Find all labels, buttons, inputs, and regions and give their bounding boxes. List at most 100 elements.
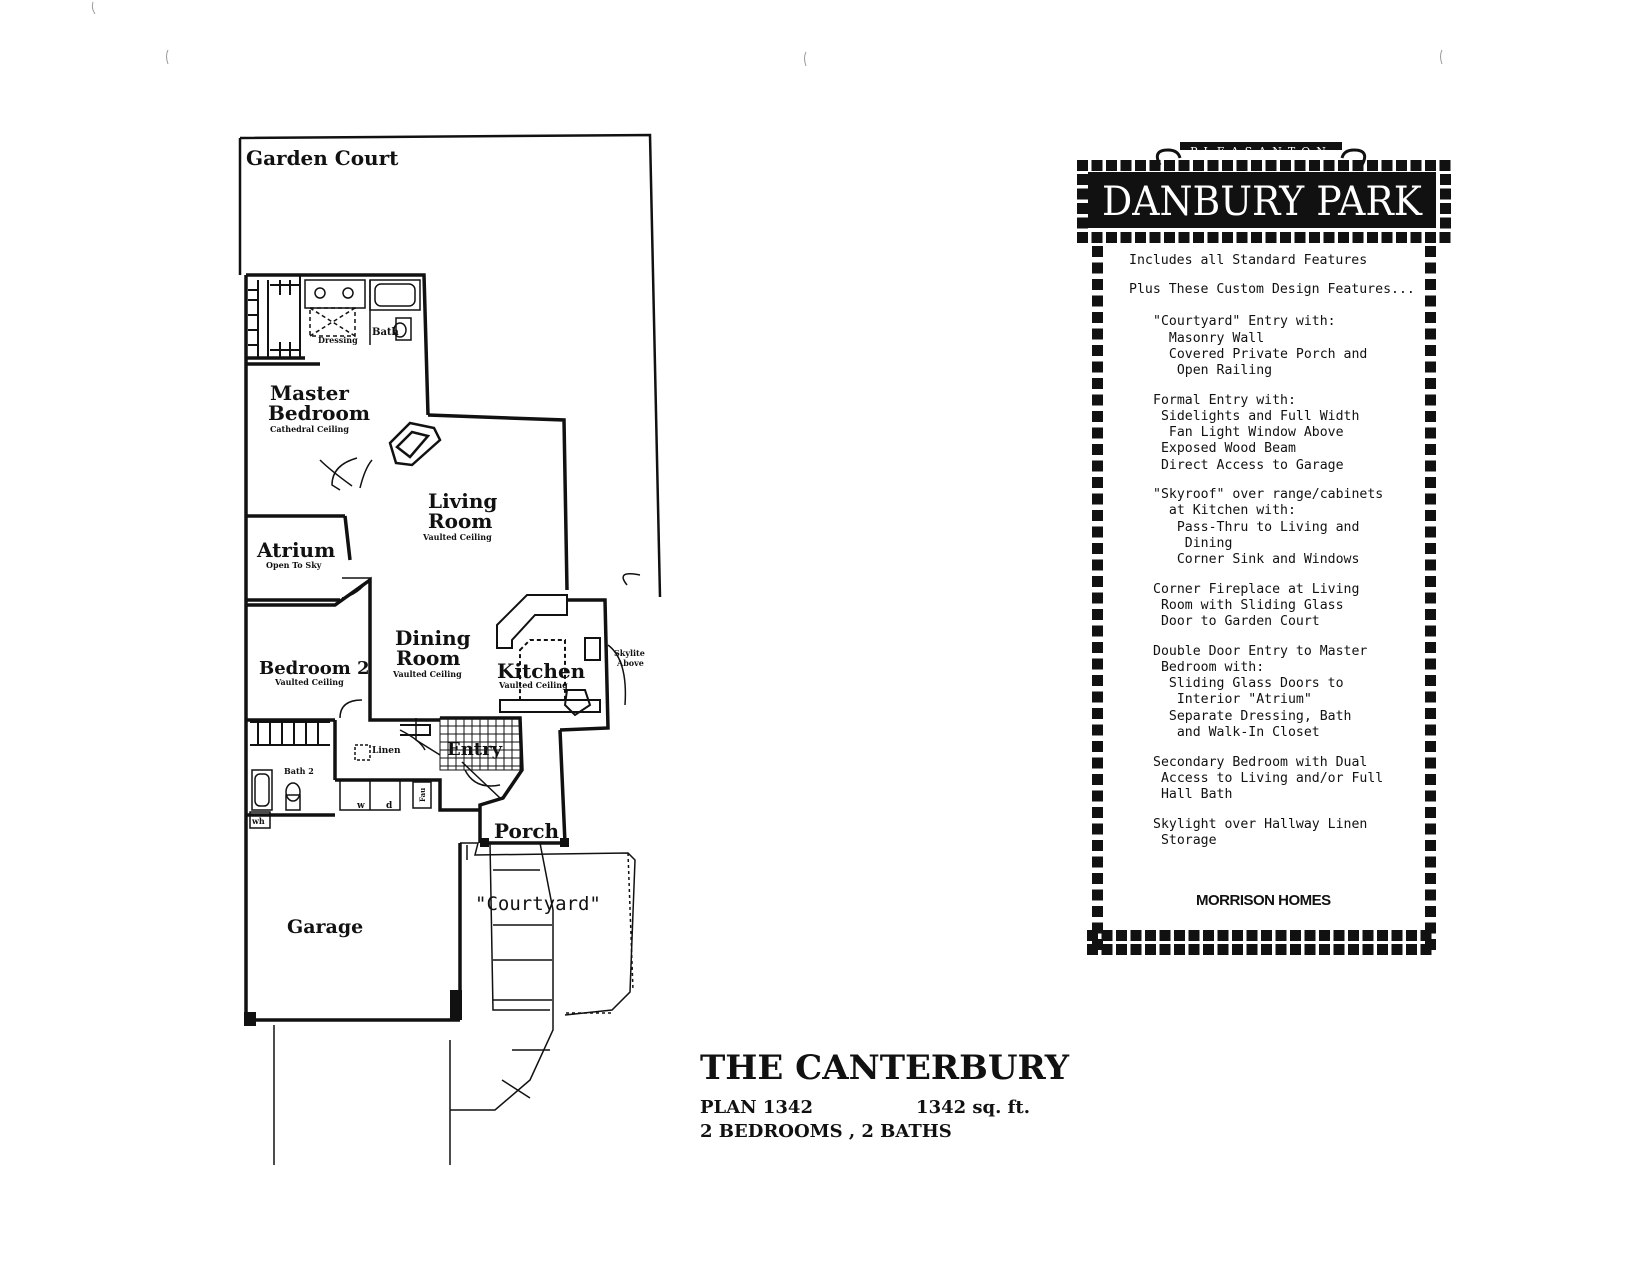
border-dot [1265, 160, 1277, 171]
border-dot [1159, 944, 1171, 955]
features-intro-custom: Plus These Custom Design Features... [1129, 282, 1415, 298]
border-dot [1425, 840, 1436, 851]
border-dot [1092, 840, 1103, 851]
sign-name-panel [1088, 172, 1436, 228]
border-dot [1092, 609, 1103, 620]
border-dot [1362, 930, 1374, 941]
doors [319, 457, 641, 799]
border-dot [1077, 174, 1088, 185]
feature-line: Door to Garden Court [1153, 614, 1320, 630]
feature-group: Formal Entry with: Sidelights and Full W… [1153, 393, 1425, 474]
feature-line: Dining [1153, 535, 1233, 551]
feature-line: Room with Sliding Glass [1153, 597, 1344, 613]
feature-line: "Courtyard" Entry with: [1153, 314, 1336, 330]
living-label-2: Room [428, 509, 492, 533]
border-dot [1092, 543, 1103, 554]
border-dot [1290, 930, 1301, 941]
border-dot [1251, 232, 1262, 243]
atrium-label: Atrium [256, 538, 335, 562]
border-dot [1077, 160, 1088, 171]
border-dot [1338, 232, 1349, 243]
bath-label: Bath [372, 327, 400, 338]
border-dot [1425, 394, 1436, 406]
border-dot [1425, 510, 1436, 521]
room-labels: Garden Court Bath Dressing Master Bedroo… [246, 146, 645, 938]
border-dot [1164, 160, 1175, 171]
site-lines [273, 842, 636, 1165]
border-dot [1333, 944, 1345, 955]
border-dot [1425, 526, 1436, 538]
border-dot [1106, 160, 1117, 171]
border-dot [1425, 345, 1436, 356]
border-dot [1425, 493, 1436, 505]
border-dot [1120, 160, 1132, 171]
border-dot [1092, 790, 1103, 802]
master-bath-fixtures [304, 279, 421, 345]
border-dot [1091, 160, 1103, 171]
border-dot [1352, 232, 1364, 243]
border-dot [1130, 930, 1142, 941]
dining-sub-label: Vaulted Ceiling [392, 669, 462, 679]
border-dot [1425, 295, 1436, 307]
border-dot [1145, 944, 1156, 955]
plan-sqft: 1342 sq. ft. [916, 1097, 1030, 1118]
feature-line: Separate Dressing, Bath [1153, 708, 1352, 724]
border-dot [1425, 160, 1436, 171]
atrium-sub-label: Open To Sky [266, 560, 322, 570]
master-label-2: Bedroom [268, 401, 370, 425]
bedroom2-sub-label: Vaulted Ceiling [274, 677, 344, 687]
border-dot [1207, 160, 1219, 171]
danbury-park-sign: PLEASANTON DANBURY PARK [1077, 142, 1451, 955]
border-dot [1425, 378, 1436, 389]
border-dot [1092, 642, 1103, 653]
border-dot [1149, 160, 1161, 171]
border-dot [1420, 930, 1432, 941]
border-dot [1164, 232, 1175, 243]
border-dot [1092, 361, 1103, 373]
border-dot [1077, 217, 1088, 229]
dining-label-1: Dining [395, 626, 471, 650]
border-dot [1092, 724, 1103, 736]
bedroom2-label: Bedroom 2 [259, 658, 370, 679]
border-dot [1425, 427, 1436, 439]
border-dot [1092, 378, 1103, 389]
builder-name: MORRISON HOMES [1196, 892, 1331, 909]
border-dot [1232, 944, 1243, 955]
border-dot [1092, 576, 1103, 587]
border-dot [1135, 160, 1146, 171]
border-dot [1092, 807, 1103, 818]
border-dot [1101, 930, 1113, 941]
border-dot [1425, 691, 1436, 703]
bath2-label: Bath 2 [284, 766, 314, 776]
border-dot [1425, 592, 1436, 604]
border-dot [1092, 691, 1103, 703]
border-dot [1236, 160, 1248, 171]
border-dot [1116, 930, 1127, 941]
border-dot [1178, 232, 1190, 243]
fireplace [388, 421, 442, 467]
border-dot [1396, 160, 1407, 171]
border-dot [1092, 526, 1103, 538]
plan-name: THE CANTERBURY [700, 1048, 1070, 1088]
border-dot [1193, 160, 1204, 171]
border-dot [1217, 944, 1229, 955]
feature-line: Skylight over Hallway Linen [1153, 816, 1368, 832]
border-dot [1391, 930, 1403, 941]
border-dot [1265, 232, 1277, 243]
border-dot [1440, 217, 1451, 229]
skylite-label-2: Above [616, 658, 644, 668]
feature-line: Exposed Wood Beam [1153, 441, 1296, 457]
feature-group: Corner Fireplace at Living Room with Sli… [1153, 582, 1425, 631]
plan-number-row: PLAN 1342 1342 sq. ft. [700, 1096, 1030, 1120]
border-dot [1425, 279, 1436, 290]
border-dot [1092, 625, 1103, 637]
border-dot [1391, 944, 1403, 955]
border-dot [1222, 160, 1233, 171]
border-dot [1092, 493, 1103, 505]
border-dot [1425, 790, 1436, 802]
border-dot [1092, 246, 1103, 257]
border-dot [1174, 930, 1185, 941]
feature-line: Corner Fireplace at Living [1153, 581, 1360, 597]
border-dot [1425, 658, 1436, 670]
border-dot [1425, 609, 1436, 620]
